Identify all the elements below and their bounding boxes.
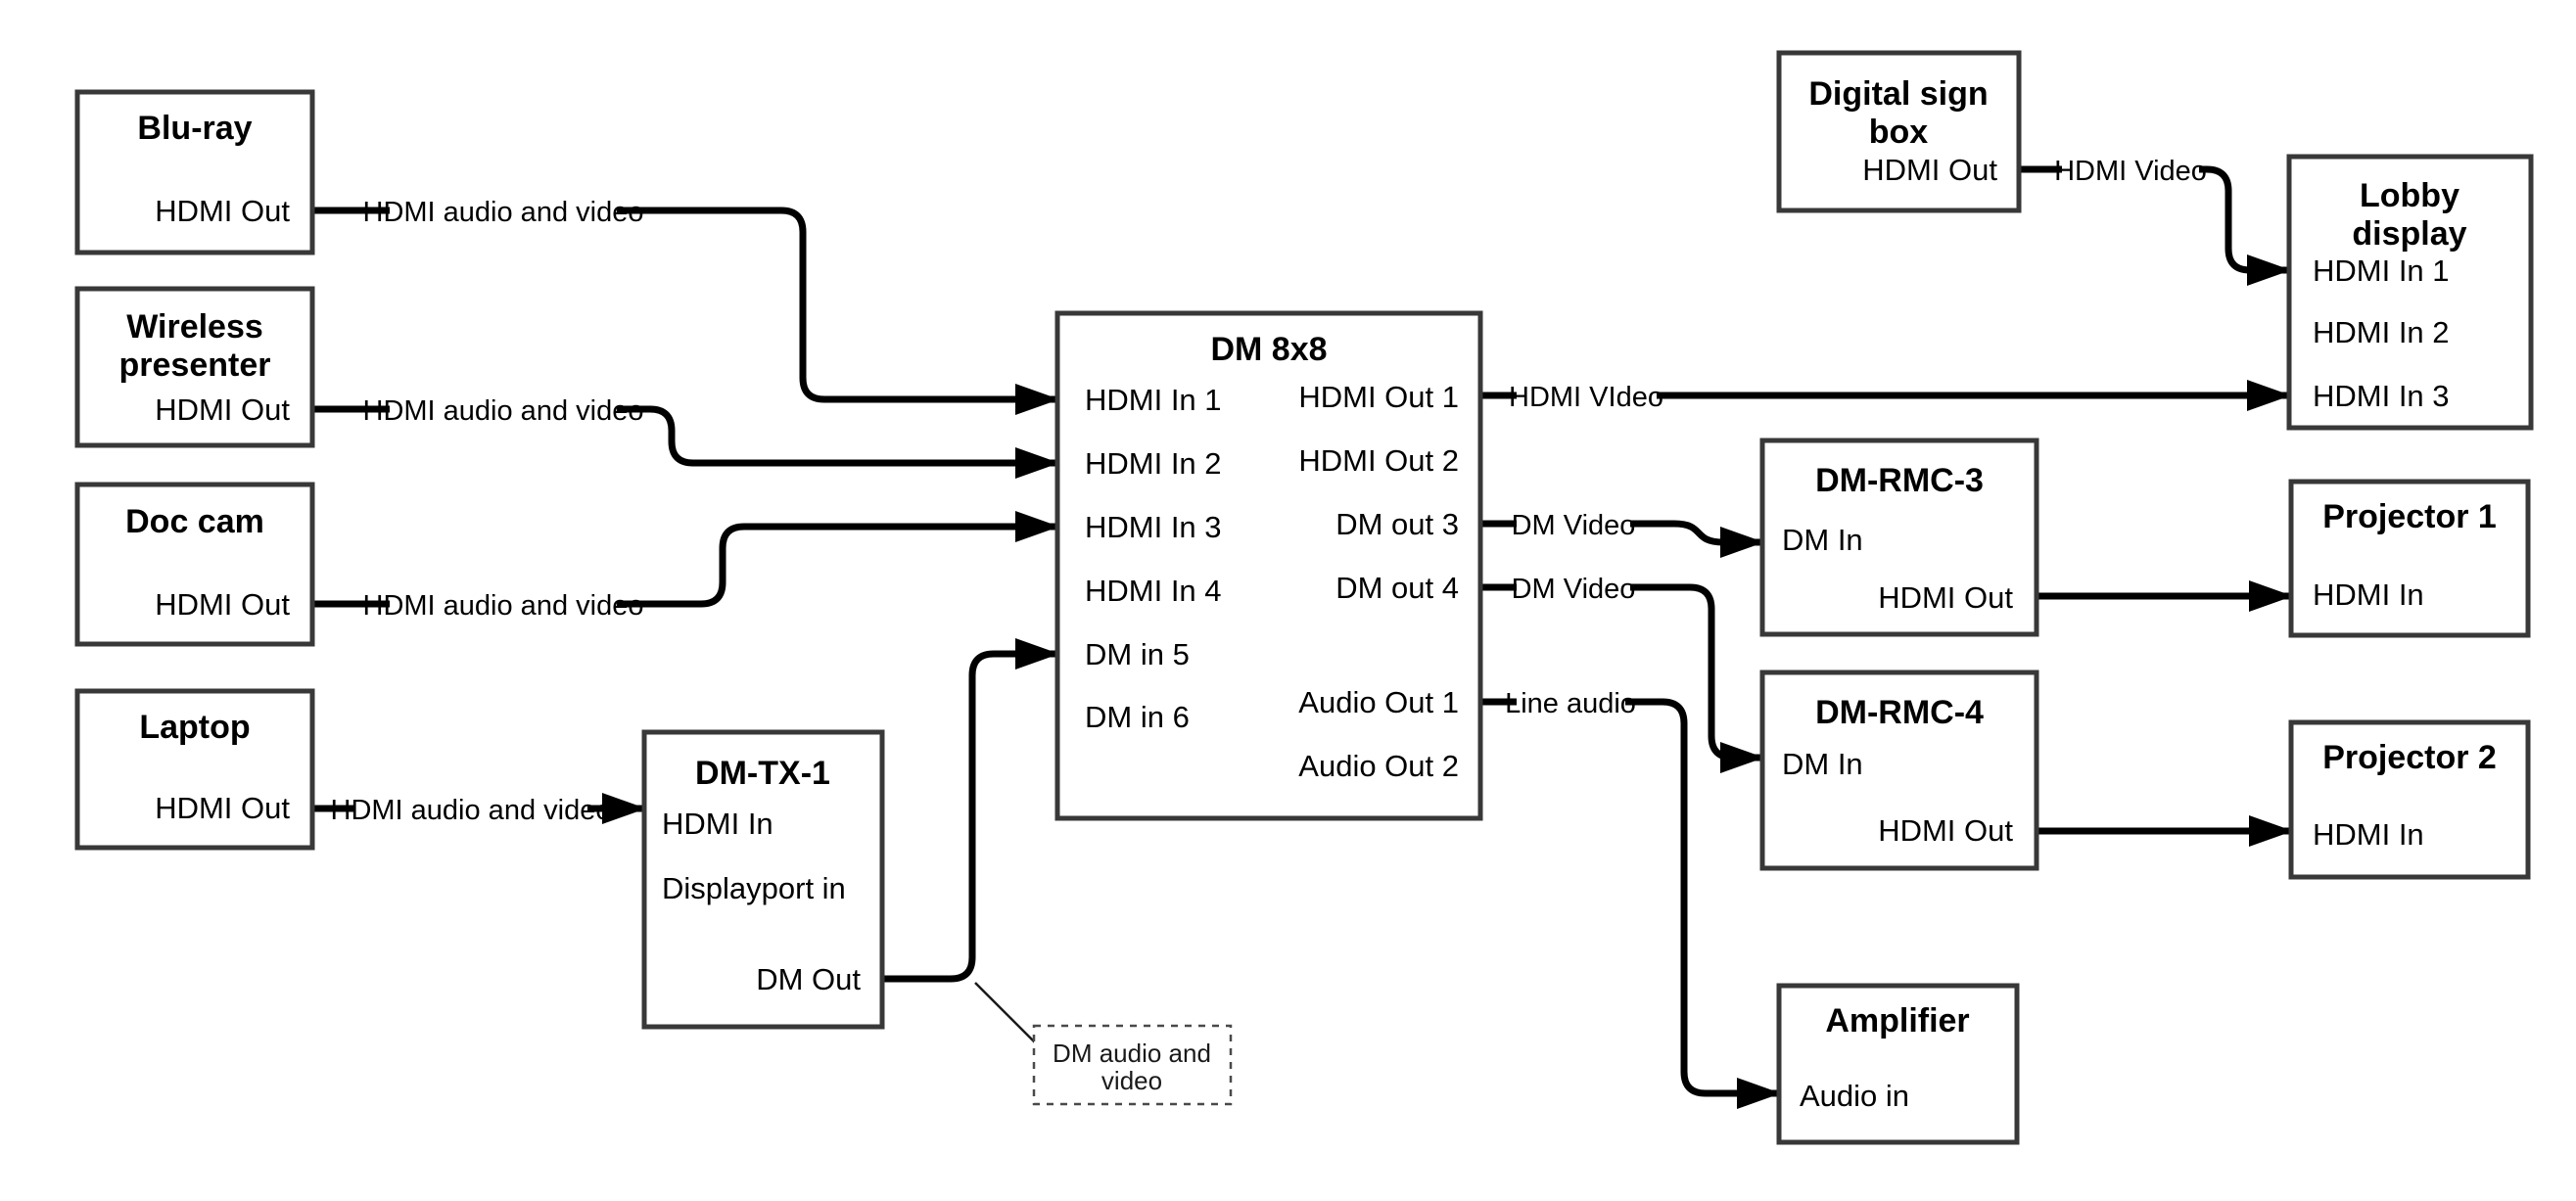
dm8x8-port-dm-in-5: DM in 5 <box>1085 637 1190 671</box>
dm8x8-port-audio-out-1: Audio Out 1 <box>1298 685 1459 719</box>
wire-label-bluray: HDMI audio and video <box>363 197 644 228</box>
wire-audio-out1-to-amp <box>1625 698 1781 1109</box>
bluray-port-hdmi-out: HDMI Out <box>155 194 290 228</box>
wire-label-doccam: HDMI audio and video <box>363 590 644 622</box>
note-box <box>1032 1024 1233 1106</box>
wireless-box <box>74 286 315 448</box>
dmtx1-box <box>641 729 885 1030</box>
node-lobby-display: Lobby display HDMI In 1 HDMI In 2 HDMI I… <box>2286 154 2534 431</box>
node-amplifier: Amplifier Audio in <box>1776 983 2020 1145</box>
node-laptop: Laptop HDMI Out <box>74 688 315 851</box>
wire-label-laptop: HDMI audio and video <box>331 795 612 826</box>
node-projector-2: Projector 2 HDMI In <box>2288 719 2531 880</box>
lobby-port-hdmi-in-1: HDMI In 1 <box>2313 254 2450 288</box>
dm8x8-port-dm-out-3: DM out 3 <box>1335 507 1459 541</box>
lobby-title-line2: display <box>2352 215 2466 253</box>
dm8x8-port-hdmi-in-3: HDMI In 3 <box>1085 510 1222 544</box>
note-text-line2: video <box>1101 1066 1162 1095</box>
dm8x8-port-dm-out-4: DM out 4 <box>1335 571 1459 605</box>
lobby-box <box>2286 154 2534 431</box>
wire-dm-out4-to-rmc4 <box>1630 583 1764 773</box>
digital-sign-port-hdmi-out: HDMI Out <box>1862 153 1997 187</box>
rmc3-box <box>1759 438 2039 637</box>
wire-dm-out3-to-rmc3 <box>1630 520 1764 558</box>
amp-box <box>1776 983 2020 1145</box>
dm8x8-port-hdmi-in-1: HDMI In 1 <box>1085 383 1222 417</box>
node-dm-rmc-4: DM-RMC-4 DM In HDMI Out <box>1759 670 2039 871</box>
wire-label-dm-out3: DM Video <box>1512 510 1636 541</box>
dm8x8-port-hdmi-in-4: HDMI In 4 <box>1085 574 1222 608</box>
dm8x8-port-dm-in-6: DM in 6 <box>1085 700 1190 734</box>
rmc4-port-hdmi-out: HDMI Out <box>1878 813 2013 848</box>
laptop-port-hdmi-out: HDMI Out <box>155 791 290 825</box>
dm8x8-title: DM 8x8 <box>1210 331 1327 368</box>
wire-wireless-to-hdmi-in-2 <box>617 405 1059 479</box>
proj1-box <box>2288 479 2531 638</box>
wire-doccam-to-hdmi-in-3 <box>617 511 1059 608</box>
rmc4-title: DM-RMC-4 <box>1815 694 1984 731</box>
bluray-title: Blu-ray <box>137 110 252 147</box>
rmc3-port-dm-in: DM In <box>1782 523 1863 557</box>
rmc4-box <box>1759 670 2039 871</box>
digital-sign-title-line2: box <box>1869 114 1929 151</box>
note-dm-audio-video: DM audio and video <box>1032 1024 1233 1106</box>
digital-sign-title-line1: Digital sign <box>1808 75 1988 113</box>
wireless-title-line2: presenter <box>119 346 271 384</box>
wireless-title-line1: Wireless <box>126 308 263 346</box>
proj2-port-hdmi-in: HDMI In <box>2313 817 2424 852</box>
wire-label-hdmi-out1: HDMI VIdeo <box>1509 382 1663 413</box>
node-projector-1: Projector 1 HDMI In <box>2288 479 2531 638</box>
dm8x8-port-hdmi-in-2: HDMI In 2 <box>1085 446 1222 481</box>
dmtx1-port-hdmi-in: HDMI In <box>662 807 773 841</box>
wire-bluray-to-hdmi-in-1 <box>617 207 1059 415</box>
laptop-box <box>74 688 315 851</box>
dmtx1-title: DM-TX-1 <box>695 755 830 792</box>
digital-sign-box <box>1776 50 2022 213</box>
doccam-box <box>74 482 315 647</box>
note-leader-line <box>974 982 1037 1044</box>
amp-title: Amplifier <box>1825 1002 1969 1039</box>
dm8x8-port-hdmi-out-1: HDMI Out 1 <box>1298 380 1459 414</box>
rmc3-title: DM-RMC-3 <box>1815 462 1984 499</box>
node-dm-rmc-3: DM-RMC-3 DM In HDMI Out <box>1759 438 2039 637</box>
doccam-port-hdmi-out: HDMI Out <box>155 587 290 622</box>
bluray-box <box>74 89 315 255</box>
proj1-port-hdmi-in: HDMI In <box>2313 577 2424 612</box>
dm8x8-box <box>1054 310 1483 821</box>
node-digital-sign-box: Digital sign box HDMI Out <box>1776 50 2022 213</box>
wire-label-audio-out1: Line audio <box>1505 688 1636 719</box>
rmc3-port-hdmi-out: HDMI Out <box>1878 580 2013 615</box>
dm8x8-port-hdmi-out-2: HDMI Out 2 <box>1298 443 1459 478</box>
rmc4-port-dm-in: DM In <box>1782 747 1863 781</box>
wire-labels: HDMI audio and video HDMI audio and vide… <box>331 156 2207 826</box>
proj1-title: Projector 1 <box>2322 498 2497 535</box>
dmtx1-port-dm-out: DM Out <box>756 962 861 996</box>
wireless-port-hdmi-out: HDMI Out <box>155 393 290 427</box>
note-text-line1: DM audio and <box>1053 1039 1211 1068</box>
node-dm-tx-1: DM-TX-1 HDMI In Displayport in DM Out <box>641 729 885 1030</box>
node-bluray: Blu-ray HDMI Out <box>74 89 315 255</box>
lobby-port-hdmi-in-3: HDMI In 3 <box>2313 379 2450 413</box>
lobby-port-hdmi-in-2: HDMI In 2 <box>2313 315 2450 349</box>
node-doc-cam: Doc cam HDMI Out <box>74 482 315 647</box>
laptop-title: Laptop <box>139 709 250 746</box>
wire-label-digital-sign: HDMI Video <box>2054 156 2207 187</box>
wire-digital-sign-to-lobby <box>2199 165 2291 286</box>
amp-port-audio-in: Audio in <box>1800 1079 1909 1113</box>
proj2-title: Projector 2 <box>2322 739 2497 776</box>
proj2-box <box>2288 719 2531 880</box>
node-wireless-presenter: Wireless presenter HDMI Out <box>74 286 315 448</box>
wires <box>312 165 2293 1109</box>
lobby-title-line1: Lobby <box>2360 177 2459 214</box>
wire-label-wireless: HDMI audio and video <box>363 395 644 427</box>
node-dm-8x8: DM 8x8 HDMI In 1 HDMI In 2 HDMI In 3 HDM… <box>1054 310 1483 821</box>
wire-dmtx1-to-dm-in-5 <box>882 638 1059 983</box>
dmtx1-port-displayport-in: Displayport in <box>662 871 846 905</box>
wire-label-dm-out4: DM Video <box>1512 574 1636 605</box>
doccam-title: Doc cam <box>125 503 264 540</box>
dm8x8-port-audio-out-2: Audio Out 2 <box>1298 749 1459 783</box>
